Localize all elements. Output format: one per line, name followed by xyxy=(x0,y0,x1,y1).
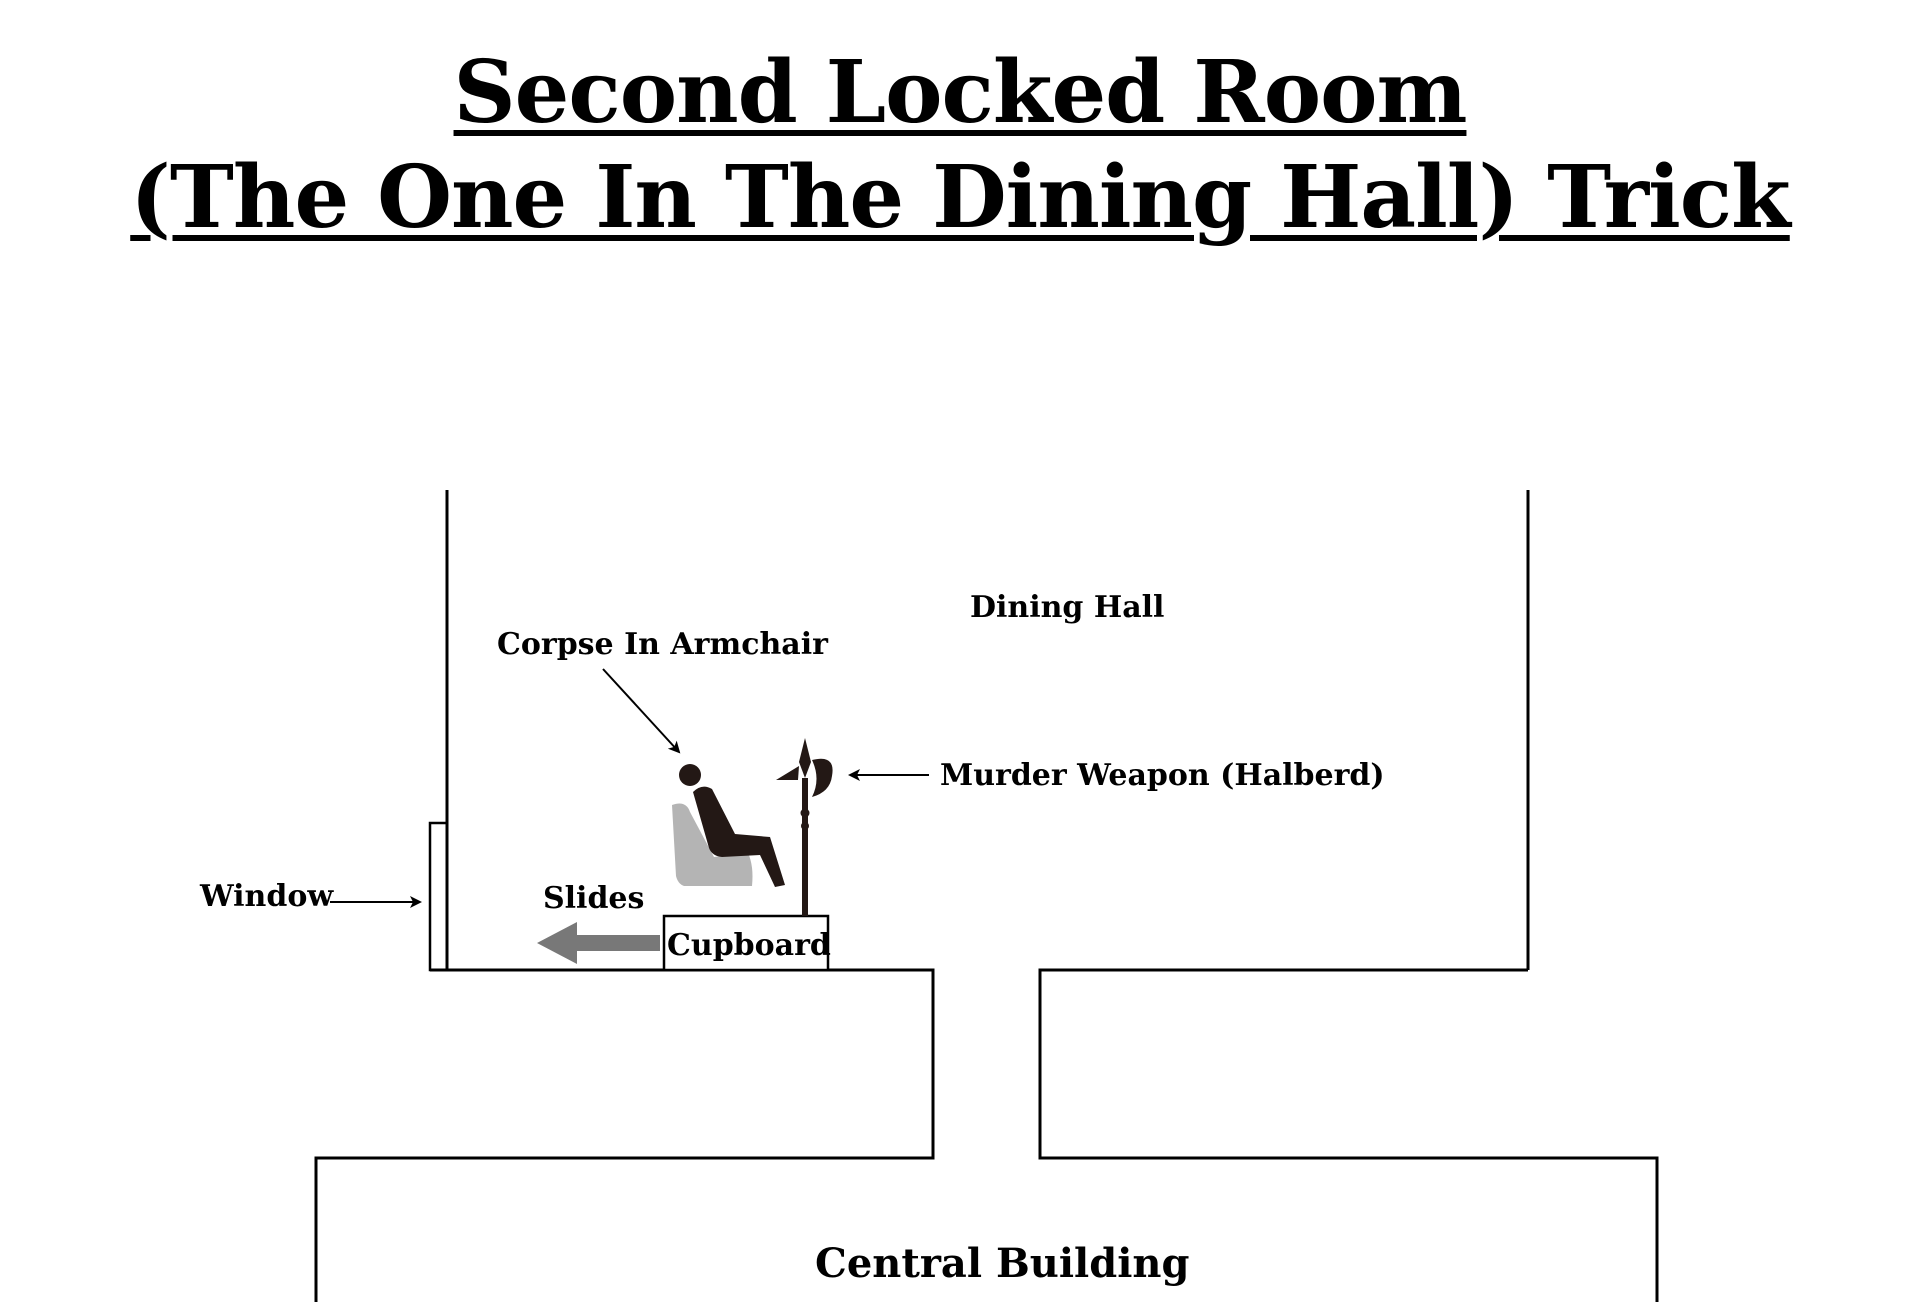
corpse-head xyxy=(679,764,701,786)
weapon-label: Murder Weapon (Halberd) xyxy=(940,758,1385,793)
diagram-title-line-2: (The One In The Dining Hall) Trick xyxy=(0,155,1920,241)
corpse-body xyxy=(693,786,785,887)
corpse-pointer-arrow xyxy=(602,668,681,754)
dining-hall-label: Dining Hall xyxy=(970,590,1164,625)
halberd-collar xyxy=(800,808,810,818)
window-label: Window xyxy=(199,879,334,914)
label-pointers xyxy=(330,668,929,908)
armchair-icon xyxy=(672,803,753,886)
dining-hall-bottom-wall-right xyxy=(1038,968,1659,1302)
halberd-tip xyxy=(799,738,811,778)
cupboard-box xyxy=(662,914,830,972)
window-frame xyxy=(428,821,449,972)
window xyxy=(428,821,449,972)
corpse-label: Corpse In Armchair xyxy=(497,627,829,662)
halberd-collar-lower xyxy=(801,822,809,830)
central-building-label: Central Building xyxy=(815,1240,1189,1287)
seated-person-icon xyxy=(679,764,785,887)
halberd-axe-blade xyxy=(812,758,833,797)
title-line-2-text: (The One In The Dining Hall) Trick xyxy=(130,147,1791,248)
diagram-title-line-1: Second Locked Room xyxy=(0,50,1920,136)
halberd-icon xyxy=(776,738,833,916)
title-line-1-text: Second Locked Room xyxy=(453,42,1468,143)
slides-label: Slides xyxy=(543,881,644,916)
cupboard-label: Cupboard xyxy=(667,928,831,963)
halberd-spike xyxy=(776,766,799,780)
slide-arrow-icon xyxy=(537,922,660,964)
